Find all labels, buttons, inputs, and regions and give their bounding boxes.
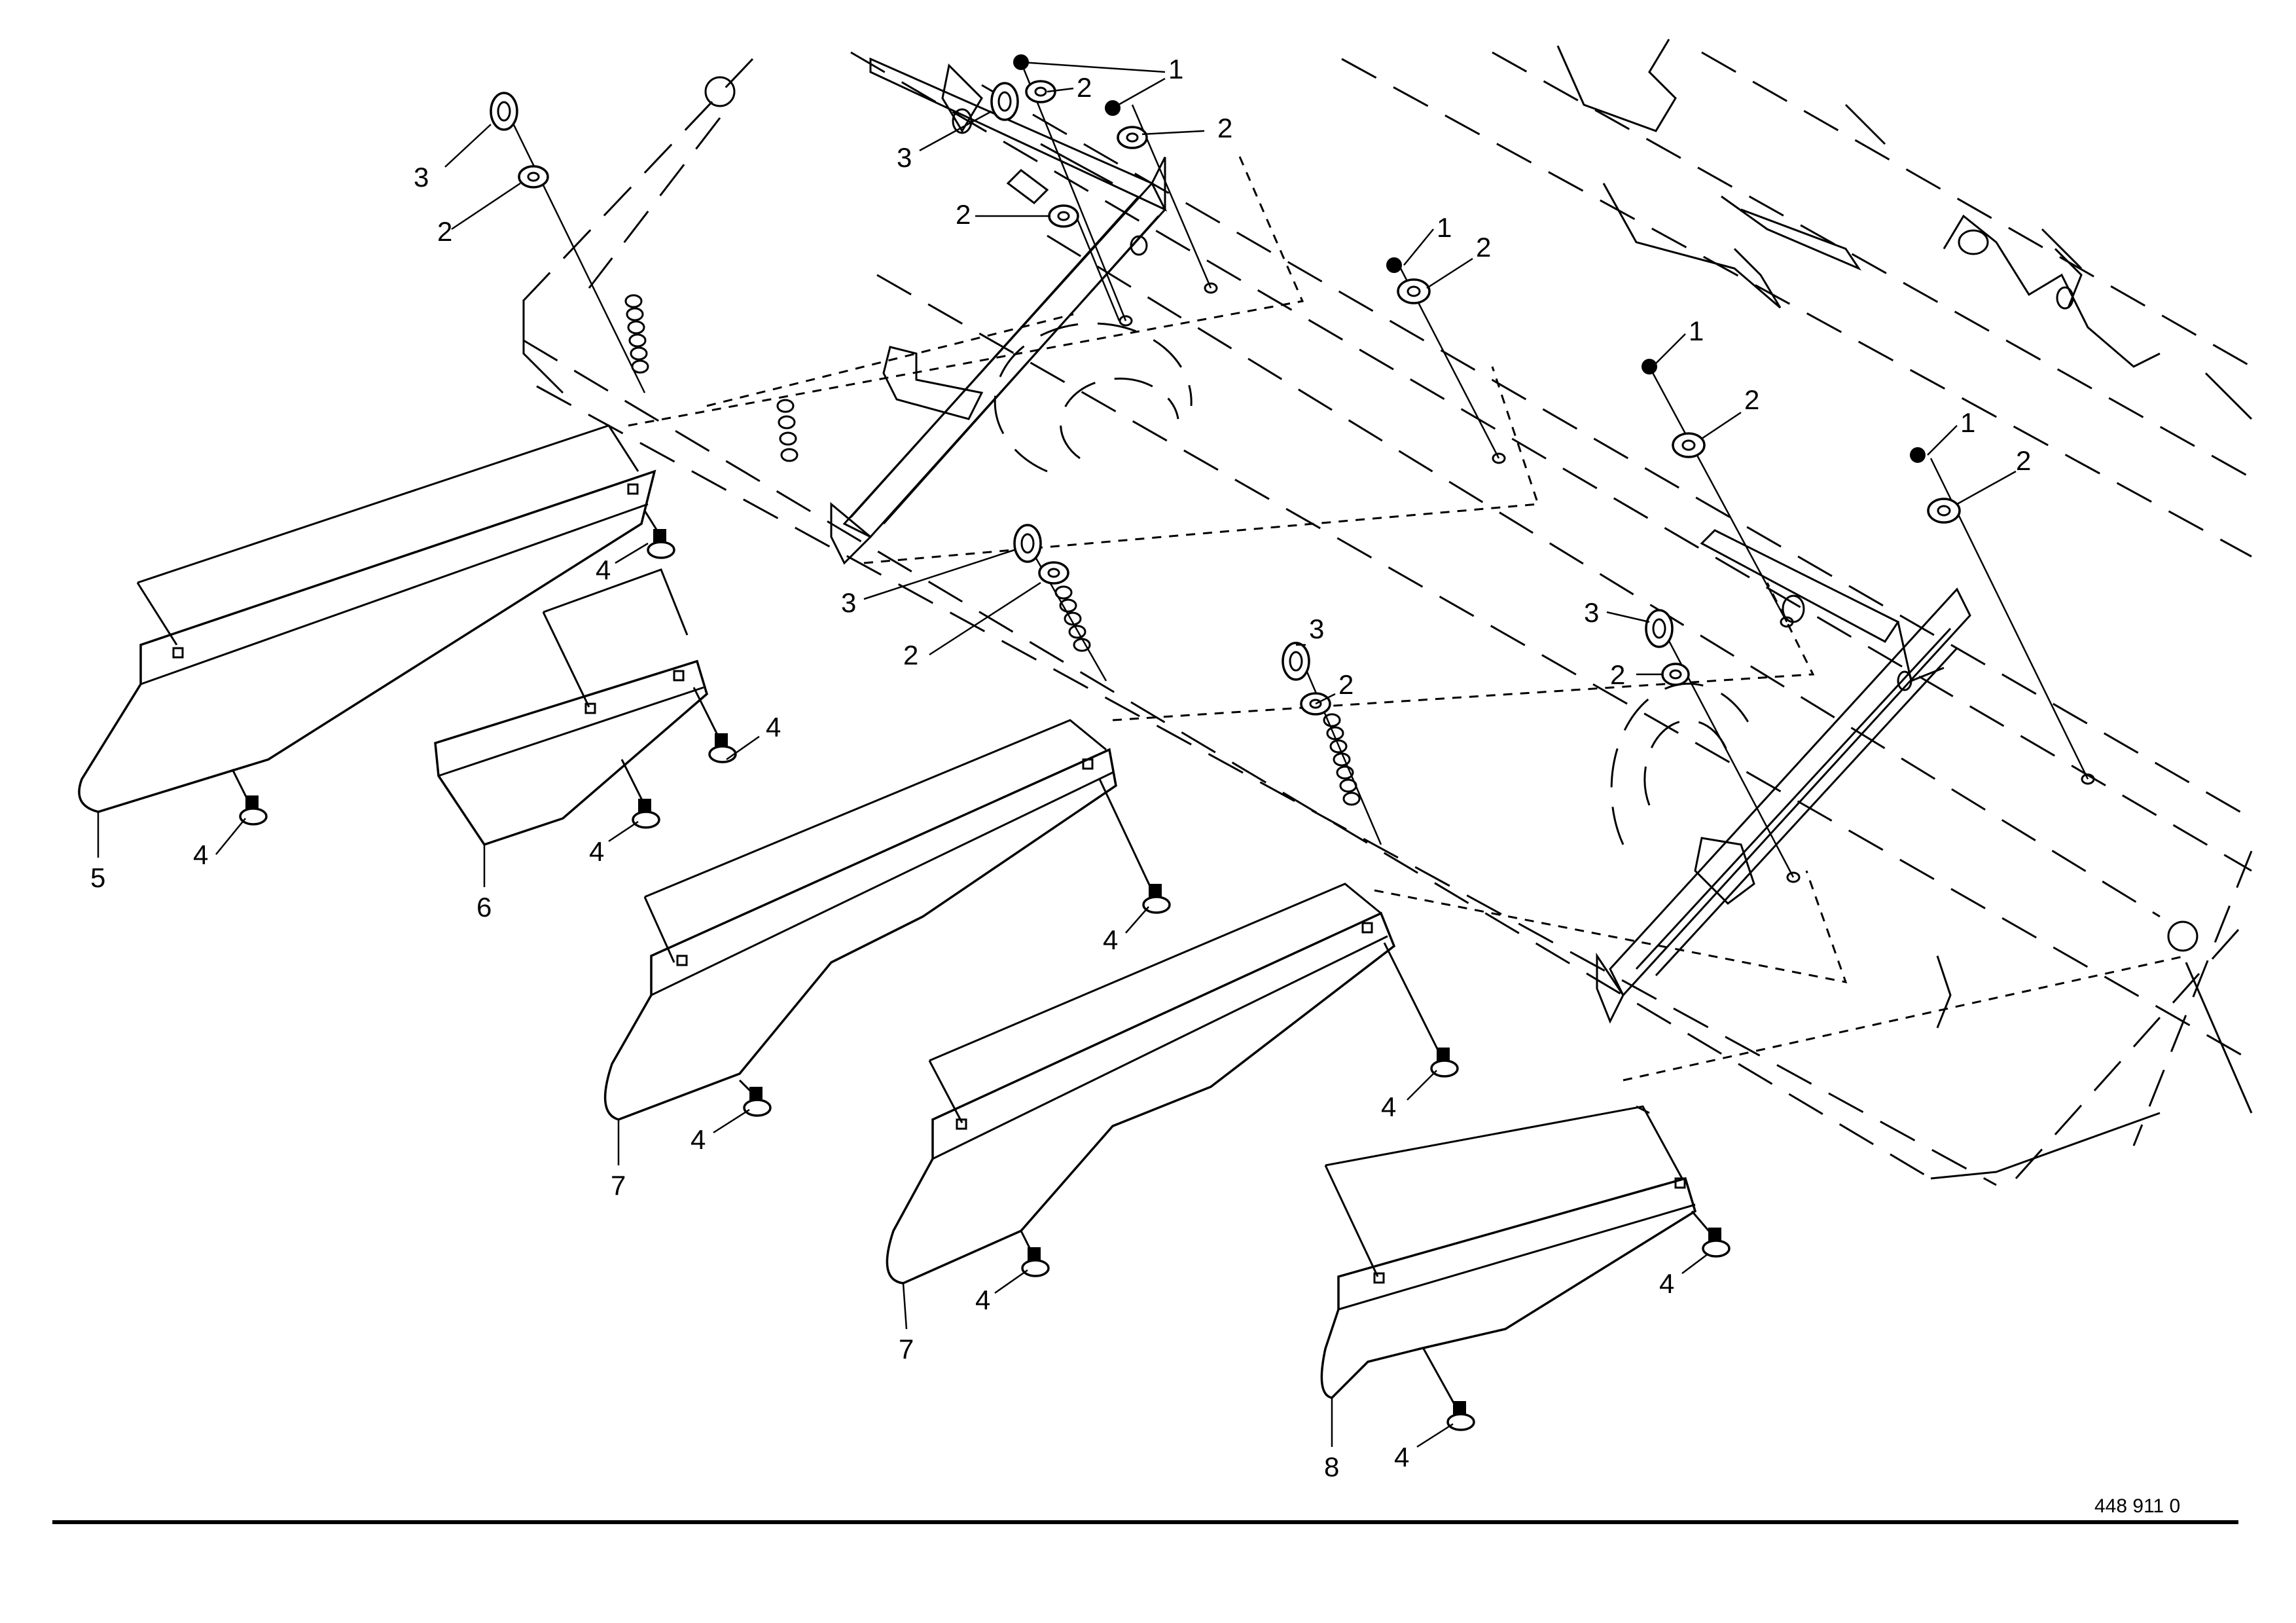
scraper-item-6 <box>434 568 709 847</box>
washer-stack-loose <box>776 399 798 462</box>
callout-3: 3 <box>897 142 912 173</box>
drawing-reference-number: 448 911 0 <box>2094 1495 2180 1517</box>
callout-4: 4 <box>596 555 611 585</box>
callout-4: 4 <box>766 712 781 742</box>
callout-4: 4 <box>1381 1091 1396 1122</box>
callout-leaders <box>97 61 2017 1448</box>
callout-1: 1 <box>1437 212 1452 243</box>
callout-2: 2 <box>1217 113 1232 143</box>
callout-2: 2 <box>437 216 452 247</box>
frame-outline <box>509 51 2253 1186</box>
scraper-item-8 <box>1320 1105 1697 1399</box>
callout-2: 2 <box>1077 72 1092 103</box>
callout-1: 1 <box>1689 316 1704 346</box>
callout-4: 4 <box>193 839 208 870</box>
callout-2: 2 <box>1476 232 1491 263</box>
nuts-item-1 <box>1013 54 1926 463</box>
callout-5: 5 <box>90 862 105 893</box>
callout-8: 8 <box>1324 1451 1339 1482</box>
callout-2: 2 <box>1338 669 1354 700</box>
callout-3: 3 <box>414 162 429 192</box>
callout-7: 7 <box>611 1170 626 1201</box>
washers-item-2 <box>518 80 1961 716</box>
washer-stack-right <box>1323 713 1361 806</box>
scraper-item-7-left <box>603 719 1117 1121</box>
callout-3: 3 <box>1309 613 1324 644</box>
callout-2: 2 <box>903 640 918 670</box>
callout-2: 2 <box>1610 659 1625 690</box>
callout-4: 4 <box>1103 924 1118 955</box>
washer-stack-left <box>624 294 649 374</box>
callout-7: 7 <box>899 1334 914 1364</box>
callout-2: 2 <box>2016 445 2031 476</box>
callout-6: 6 <box>476 892 492 922</box>
upper-brackets <box>1556 39 2253 420</box>
callout-2: 2 <box>956 199 971 230</box>
callout-2: 2 <box>1744 384 1759 415</box>
callout-4: 4 <box>1394 1442 1409 1472</box>
left-support-arm <box>704 57 1168 565</box>
callout-labels: 1 1 1 1 2 2 2 2 2 2 2 2 2 2 3 3 3 3 3 4 … <box>90 54 2031 1482</box>
callout-3: 3 <box>841 587 856 618</box>
callout-1: 1 <box>1168 54 1183 84</box>
right-support-arm <box>1596 529 2198 1029</box>
eyebolts-item-3 <box>490 82 1674 681</box>
callout-4: 4 <box>691 1124 706 1155</box>
scraper-item-7-right <box>886 883 1396 1285</box>
bolts-item-4 <box>231 510 1731 1431</box>
callout-1: 1 <box>1960 407 1975 438</box>
disc-outlines <box>994 322 1755 845</box>
washer-stack-mid <box>1054 585 1091 652</box>
callout-4: 4 <box>589 836 604 867</box>
callout-4: 4 <box>1659 1268 1674 1299</box>
callout-3: 3 <box>1584 597 1599 628</box>
callout-4: 4 <box>975 1285 990 1315</box>
scraper-item-5 <box>78 424 656 813</box>
